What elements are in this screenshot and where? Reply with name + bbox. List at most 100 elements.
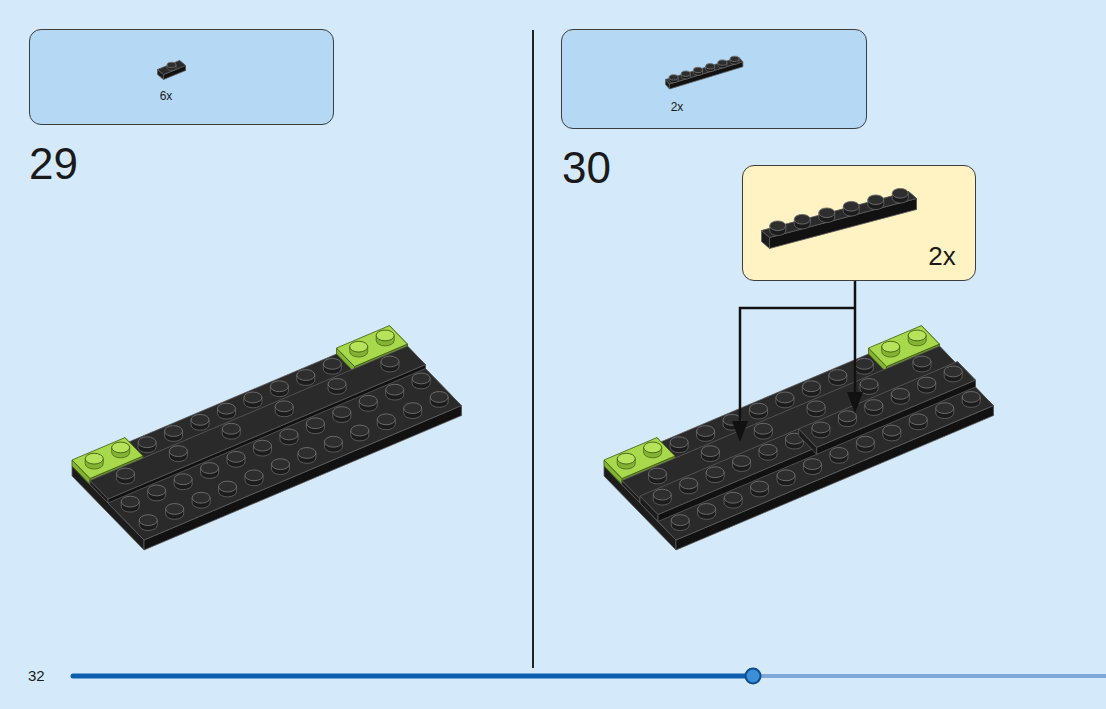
stud-top	[754, 423, 772, 434]
part-count: 2x	[928, 243, 955, 269]
stud-top	[670, 437, 688, 448]
stud-top	[777, 470, 795, 481]
stud-top	[855, 358, 873, 369]
stud-top	[270, 381, 288, 392]
stud-top	[706, 64, 715, 69]
stud-top	[733, 456, 751, 467]
stud-top	[829, 370, 847, 381]
stud-top	[351, 425, 369, 436]
stud-top	[85, 453, 103, 464]
stud-top	[280, 429, 298, 440]
arrow-head	[847, 392, 863, 413]
stud-top	[297, 370, 315, 381]
stud-top	[328, 379, 346, 390]
part-icon	[30, 30, 335, 126]
stud-top	[694, 67, 703, 72]
model-step-29	[72, 326, 461, 550]
brick-face	[640, 429, 817, 515]
stud-top	[803, 459, 821, 470]
stud-top	[882, 341, 900, 352]
stud-top	[865, 400, 883, 411]
stud-top	[359, 395, 377, 406]
stud-top	[671, 515, 689, 526]
stud-top	[191, 414, 209, 425]
stud-top	[324, 436, 342, 447]
stud-top	[275, 401, 293, 412]
page-number: 32	[28, 668, 45, 683]
stud-top	[298, 448, 316, 459]
brick-face	[817, 380, 976, 454]
part-icon	[158, 61, 186, 80]
stud-top	[669, 75, 678, 80]
stud-top	[112, 442, 130, 453]
stud-top	[430, 392, 448, 403]
model-step-30	[604, 326, 993, 550]
stud-top	[812, 422, 830, 433]
stud-top	[680, 478, 698, 489]
stud-top	[217, 403, 235, 414]
stud-top	[838, 411, 856, 422]
progress-bar-rest	[753, 674, 1106, 678]
stud-top	[617, 453, 635, 464]
stud-top	[166, 504, 184, 515]
stud-top	[148, 485, 166, 496]
stud-top	[751, 481, 769, 492]
parts-callout: 2x	[561, 29, 867, 129]
brick-face	[658, 447, 817, 521]
stud-top	[892, 188, 908, 198]
stud-top	[830, 448, 848, 459]
stud-top	[381, 356, 399, 367]
part-icon	[562, 30, 868, 130]
stud-top	[681, 71, 690, 76]
brick-face	[72, 332, 461, 540]
stud-top	[730, 56, 739, 61]
stud-top	[350, 341, 368, 352]
brick-face	[337, 326, 408, 367]
divider-line	[532, 30, 534, 668]
stud-top	[227, 451, 245, 462]
brick-face	[90, 346, 425, 499]
stud-top	[333, 407, 351, 418]
stud-top	[219, 481, 237, 492]
stud-top	[698, 504, 716, 515]
brick-face	[622, 346, 957, 499]
stud-top	[653, 489, 671, 500]
stud-top	[759, 444, 777, 455]
stud-top	[749, 403, 767, 414]
stud-top	[201, 463, 219, 474]
stud-top	[868, 195, 884, 205]
brick-face	[72, 438, 143, 479]
placement-arrows	[732, 281, 863, 442]
stud-top	[908, 330, 926, 341]
stud-top	[843, 201, 859, 211]
stud-top	[856, 436, 874, 447]
leader-line	[740, 308, 855, 424]
stud-top	[697, 426, 715, 437]
stud-top	[244, 392, 262, 403]
brick-face	[158, 61, 186, 75]
stud-top	[386, 384, 404, 395]
stud-top	[271, 459, 289, 470]
stud-top	[819, 208, 835, 218]
stud-top	[253, 440, 271, 451]
stud-top	[192, 492, 210, 503]
brick-face	[108, 365, 425, 503]
stud-top	[404, 403, 422, 414]
stud-top	[909, 414, 927, 425]
assembly-callout: 2x	[742, 165, 976, 281]
step-number: 30	[562, 146, 611, 190]
brick-face	[762, 192, 917, 238]
stud-top	[913, 356, 931, 367]
stud-top	[121, 496, 139, 507]
stud-top	[962, 392, 980, 403]
stud-row	[671, 392, 980, 531]
stud-top	[706, 467, 724, 478]
stud-top	[376, 330, 394, 341]
stud-top	[412, 373, 430, 384]
stud-top	[169, 446, 187, 457]
stud-top	[116, 468, 134, 479]
stud-top	[860, 379, 878, 390]
stud-top	[794, 214, 810, 224]
stud-top	[918, 377, 936, 388]
